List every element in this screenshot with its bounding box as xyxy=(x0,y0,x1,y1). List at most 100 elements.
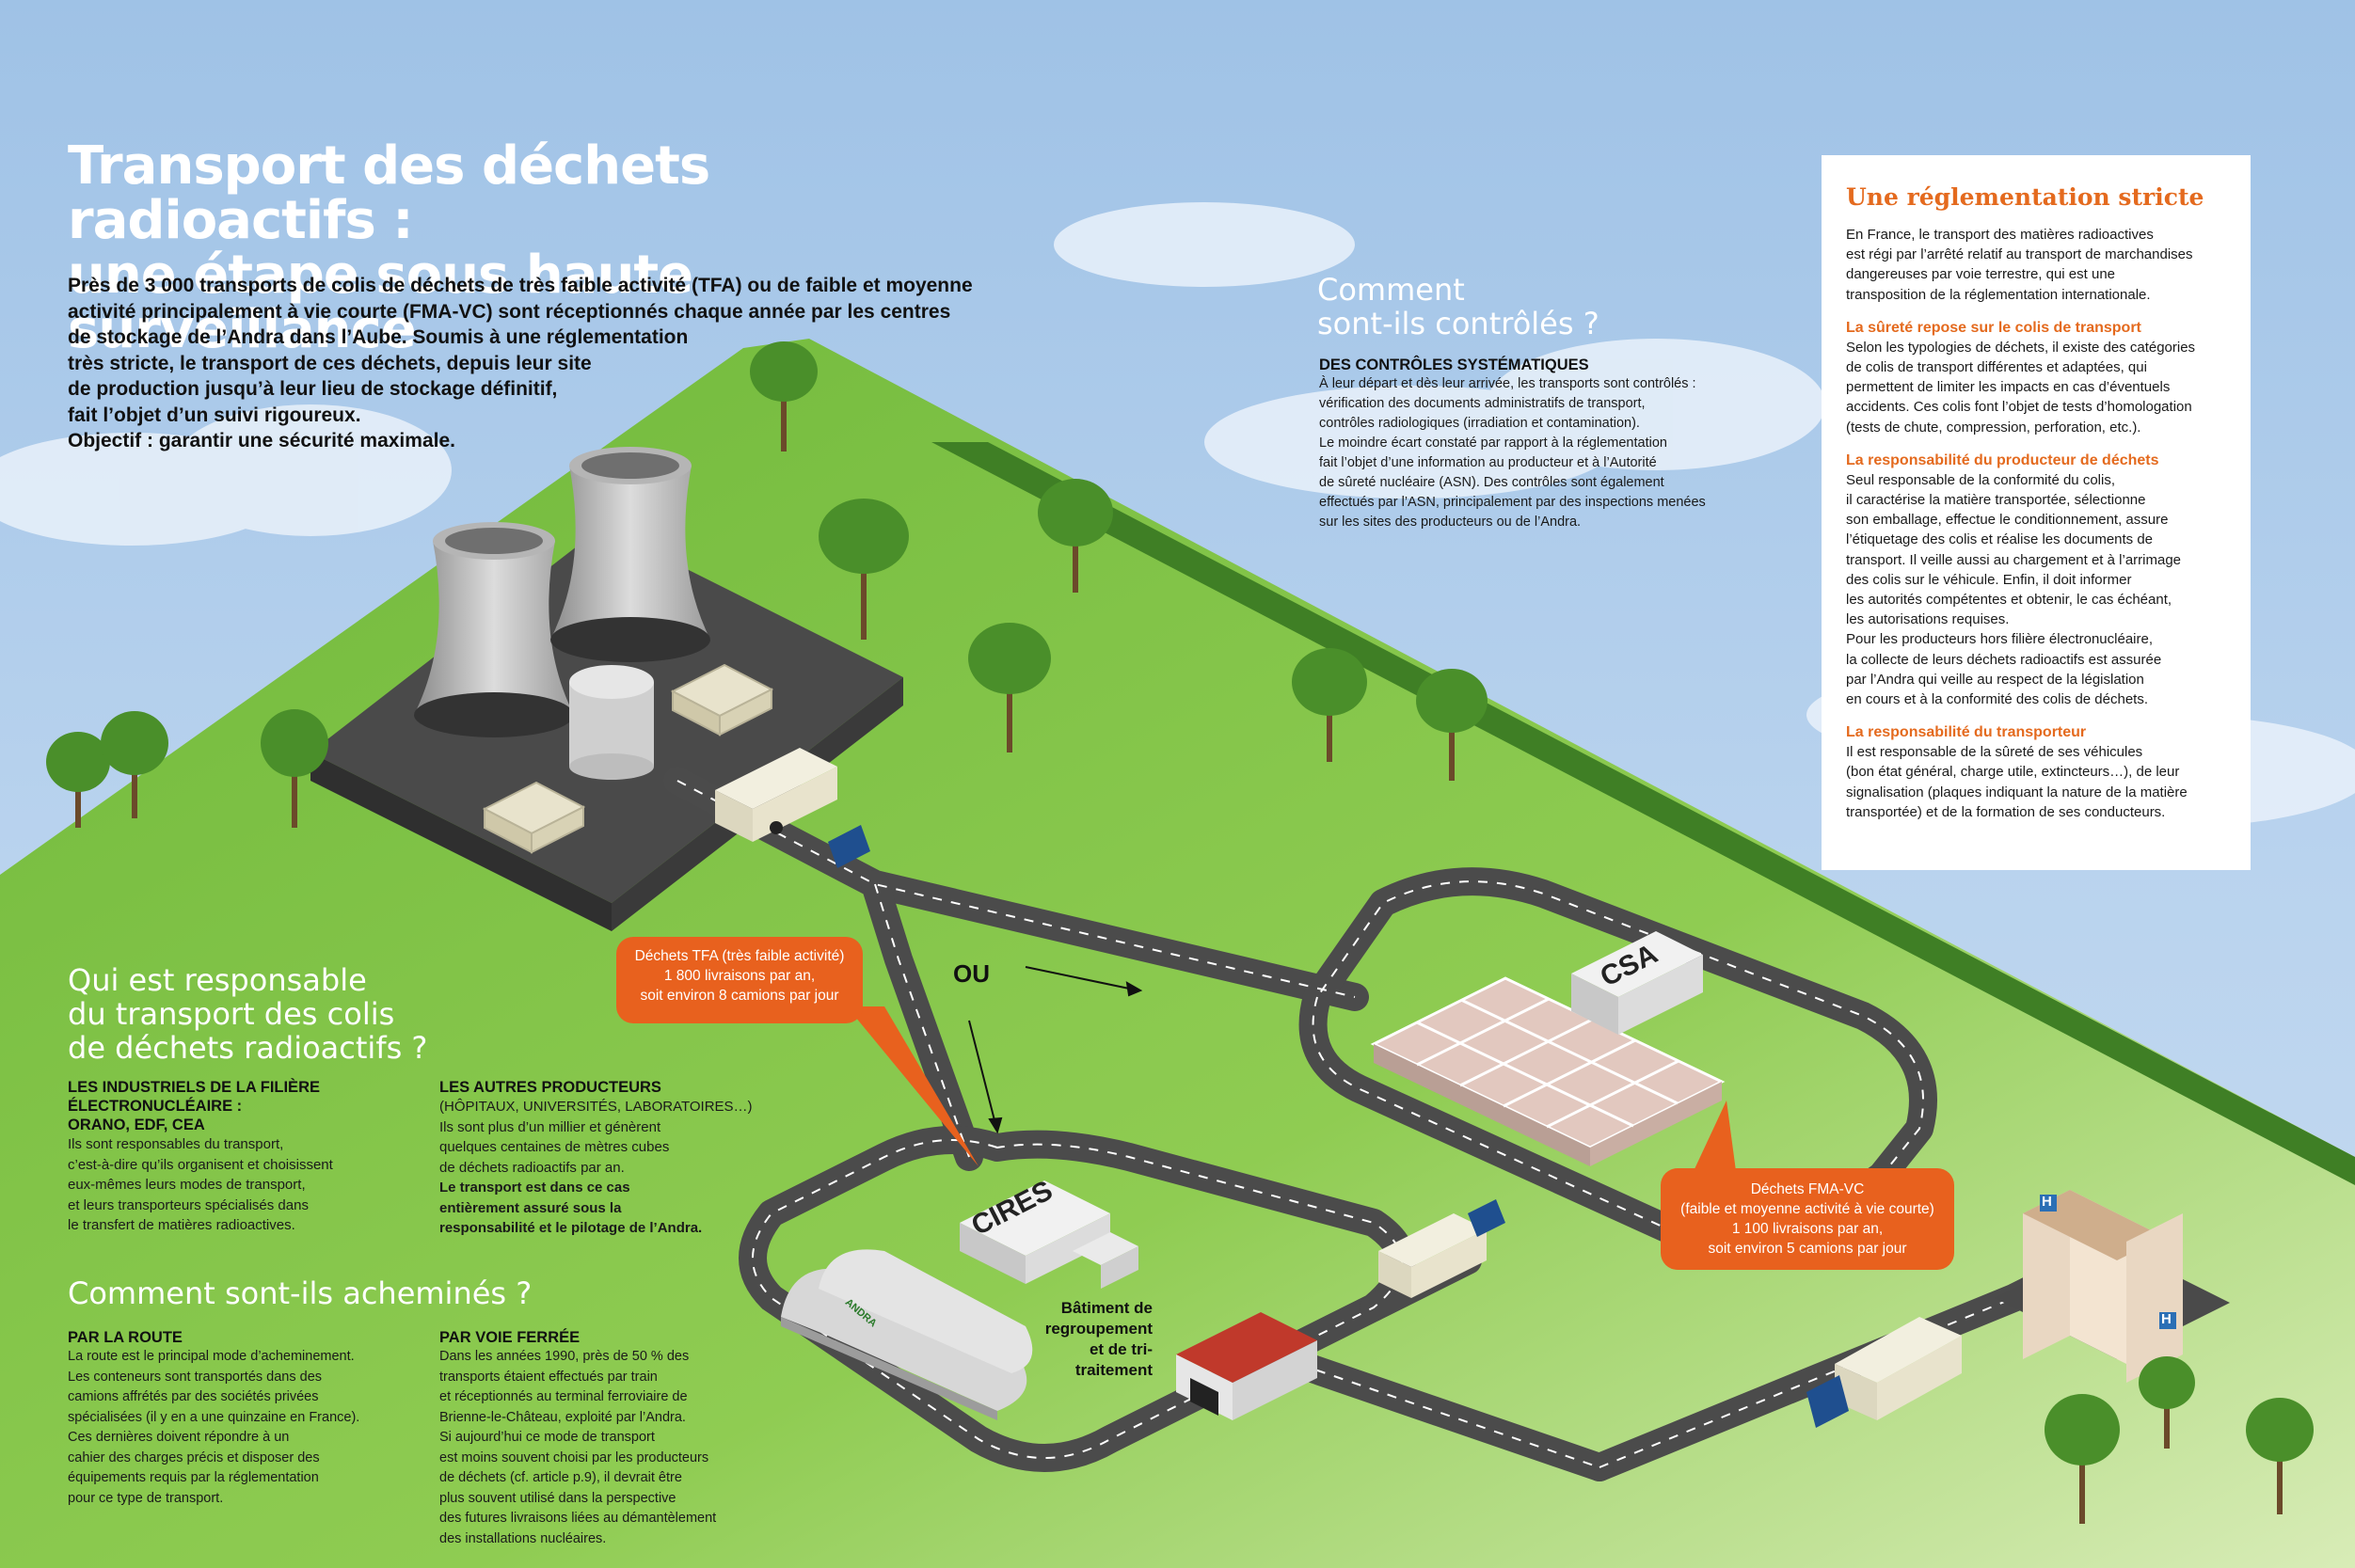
panel-title: Une réglementation stricte xyxy=(1846,183,2204,211)
road-markings xyxy=(676,780,2014,1468)
body-line: sur les sites des producteurs ou de l’An… xyxy=(1319,515,1582,530)
acheminement-title: Comment sont-ils acheminés ? xyxy=(68,1276,532,1310)
intro-line: Près de 3 000 transports de colis de déc… xyxy=(68,275,973,296)
ou-label: OU xyxy=(953,959,990,988)
intro-line: de production jusqu’à leur lieu de stock… xyxy=(68,378,558,400)
radioactive-truck-icon xyxy=(715,748,870,868)
intro-line: de stockage de l’Andra dans l’Aube. Soum… xyxy=(68,326,689,348)
body-line: les autorisations requises. xyxy=(1846,611,2010,628)
body-line: contrôles radiologiques (irradiation et … xyxy=(1319,416,1640,431)
body-line: de déchets (cf. article p.9), il devrait… xyxy=(439,1470,682,1485)
body-line: vérification des documents administratif… xyxy=(1319,396,1646,411)
ferree-heading: PAR VOIE FERRÉE xyxy=(439,1329,581,1346)
callout-line: soit environ 8 camions par jour xyxy=(640,988,839,1004)
controles-title-line: Comment xyxy=(1317,272,1465,308)
body-line: Le moindre écart constaté par rapport à … xyxy=(1319,436,1667,451)
body-line: Ces dernières doivent répondre à un xyxy=(68,1430,290,1445)
intro-paragraph: Près de 3 000 transports de colis de déc… xyxy=(68,273,973,454)
industriels-heading: LES INDUSTRIELS DE LA FILIÈRE ÉLECTRONUC… xyxy=(68,1078,425,1134)
intro-line: Objectif : garantir une sécurité maximal… xyxy=(68,430,455,451)
industriels-body: Ils sont responsables du transport, c’es… xyxy=(68,1134,425,1236)
ferree-section: PAR VOIE FERRÉE Dans les années 1990, pr… xyxy=(439,1328,816,1549)
hospital-icon xyxy=(1995,1190,2230,1383)
tfa-callout: Déchets TFA (très faible activité) 1 800… xyxy=(616,937,863,1023)
panel-section-body: Il est responsable de la sûreté de ses v… xyxy=(1846,742,2226,822)
cooling-tower-icon xyxy=(550,447,710,662)
panel-section-body: Seul responsable de la conformité du col… xyxy=(1846,470,2226,709)
body-line: effectués par l’ASN, principalement par … xyxy=(1319,495,1706,510)
body-line: À leur départ et dès leur arrivée, les t… xyxy=(1319,376,1696,391)
responsable-title: Qui est responsable du transport des col… xyxy=(68,963,427,1065)
route-body: La route est le principal mode d’achemin… xyxy=(68,1347,444,1509)
andra-hangar-icon xyxy=(781,1249,1033,1420)
panel-subheading: La responsabilité du transporteur xyxy=(1846,724,2087,741)
body-line: de déchets radioactifs par an. xyxy=(439,1159,625,1176)
label-line: et de tri- xyxy=(1089,1340,1153,1358)
panel-subheading: La sûreté repose sur le colis de transpo… xyxy=(1846,319,2141,336)
radioactive-truck-icon xyxy=(1378,1199,1505,1298)
body-line: Dans les années 1990, près de 50 % des xyxy=(439,1349,690,1364)
hospital-sign: H xyxy=(2042,1194,2052,1210)
callout-line: 1 100 livraisons par an, xyxy=(1731,1221,1884,1237)
tree-icon xyxy=(46,341,2314,1524)
controles-title-line: sont-ils contrôlés ? xyxy=(1317,306,1599,341)
body-line: de sûreté nucléaire (ASN). Des contrôles… xyxy=(1319,475,1664,490)
body-line: En France, le transport des matières rad… xyxy=(1846,227,2154,243)
callout-line: Déchets TFA (très faible activité) xyxy=(634,948,845,964)
callout-line: 1 800 livraisons par an, xyxy=(663,968,816,984)
ferree-body: Dans les années 1990, près de 50 % des t… xyxy=(439,1347,816,1549)
route-section: PAR LA ROUTE La route est le principal m… xyxy=(68,1328,444,1509)
body-line: La route est le principal mode d’achemin… xyxy=(68,1349,355,1364)
callout-line: (faible et moyenne activité à vie courte… xyxy=(1680,1201,1934,1217)
body-line: et réceptionnés au terminal ferroviaire … xyxy=(439,1389,688,1404)
body-line: Selon les typologies de déchets, il exis… xyxy=(1846,339,2196,356)
body-line-bold: responsabilité et le pilotage de l’Andra… xyxy=(439,1220,703,1236)
cires-building xyxy=(960,1180,1138,1289)
acheminement-title-line: Comment sont-ils acheminés ? xyxy=(68,1275,533,1311)
intro-line: fait l’objet d’un suivi rigoureux. xyxy=(68,404,361,426)
body-line: fait l’objet d’une information au produc… xyxy=(1319,455,1657,470)
fma-callout: Déchets FMA-VC (faible et moyenne activi… xyxy=(1661,1168,1954,1270)
panel-section-body: Selon les typologies de déchets, il exis… xyxy=(1846,338,2226,437)
body-line: transports étaient effectués par train xyxy=(439,1369,658,1385)
body-line: plus souvent utilisé dans la perspective xyxy=(439,1490,676,1506)
body-line-bold: entièrement assuré sous la xyxy=(439,1199,622,1216)
body-line: en cours et à la conformité des colis de… xyxy=(1846,691,2149,708)
body-line: des colis sur le véhicule. Enfin, il doi… xyxy=(1846,571,2132,588)
body-line: l’étiquetage des colis et réalise les do… xyxy=(1846,531,2154,548)
radioactive-truck-icon xyxy=(1806,1317,1962,1428)
body-line: quelques centaines de mètres cubes xyxy=(439,1139,670,1155)
body-line: pour ce type de transport. xyxy=(68,1490,224,1506)
heading-line: ORANO, EDF, CEA xyxy=(68,1117,205,1133)
responsable-title-line: Qui est responsable xyxy=(68,962,367,998)
autres-section: LES AUTRES PRODUCTEURS (HÔPITAUX, UNIVER… xyxy=(439,1078,797,1239)
body-line: Si aujourd’hui ce mode de transport xyxy=(439,1430,655,1445)
controles-title: Comment sont-ils contrôlés ? xyxy=(1317,273,1599,341)
heading-line: LES INDUSTRIELS DE LA FILIÈRE xyxy=(68,1079,320,1096)
body-line: accidents. Ces colis font l’objet de tes… xyxy=(1846,399,2192,416)
body-line: son emballage, effectue le conditionneme… xyxy=(1846,512,2169,529)
controles-body: À leur départ et dès leur arrivée, les t… xyxy=(1319,374,1771,532)
garage-building xyxy=(1176,1312,1317,1420)
body-line: dangereuses par voie terrestre, qui est … xyxy=(1846,266,2116,283)
body-line: (tests de chute, compression, perforatio… xyxy=(1846,419,2141,436)
autres-heading: LES AUTRES PRODUCTEURS xyxy=(439,1079,661,1096)
reactor-icon xyxy=(569,665,654,780)
callout-line: Déchets FMA-VC xyxy=(1750,1181,1865,1197)
body-line: des futures livraisons liées au démantèl… xyxy=(439,1511,717,1526)
responsable-title-line: de déchets radioactifs ? xyxy=(68,1030,428,1066)
hospital-sign: H xyxy=(2161,1311,2172,1327)
label-line: regroupement xyxy=(1044,1320,1153,1338)
direction-arrows xyxy=(968,966,1143,1134)
body-line: transposition de la réglementation inter… xyxy=(1846,286,2151,303)
csa-building xyxy=(1571,931,1703,1035)
body-line-bold: Le transport est dans ce cas xyxy=(439,1180,630,1196)
body-line: le transfert de matières radioactives. xyxy=(68,1217,295,1233)
intro-line: activité principalement à vie courte (FM… xyxy=(68,300,951,323)
label-line: traitement xyxy=(1074,1361,1153,1379)
body-line: les autorités compétentes et obtenir, le… xyxy=(1846,592,2172,609)
body-line: permettent de limiter les impacts en cas… xyxy=(1846,379,2171,396)
controles-subtitle: DES CONTRÔLES SYSTÉMATIQUES xyxy=(1319,356,1589,373)
batiment-label: Bâtiment de regroupement et de tri- trai… xyxy=(1011,1298,1153,1381)
